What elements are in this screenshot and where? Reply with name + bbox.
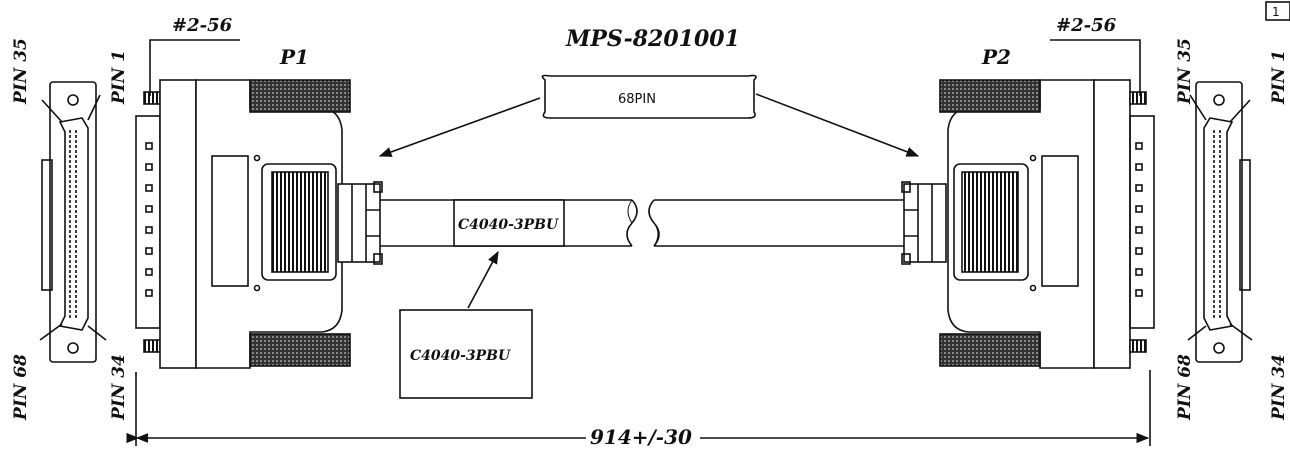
pin68-right-label: PIN 68 bbox=[1175, 354, 1195, 421]
pin35-right-label: PIN 35 bbox=[1175, 38, 1195, 105]
screw-right-label: #2-56 bbox=[1056, 15, 1117, 36]
pin1-right-label: PIN 1 bbox=[1269, 50, 1289, 105]
connector-pin-label: 68PIN bbox=[618, 92, 656, 107]
pin-slots bbox=[145, 142, 153, 297]
plug-p2-label: P2 bbox=[981, 45, 1011, 69]
pin34-left-label: PIN 34 bbox=[109, 354, 129, 421]
mount-hole-icon bbox=[1213, 94, 1225, 106]
left-end-view bbox=[39, 81, 107, 363]
screw-left-label: #2-56 bbox=[172, 15, 233, 36]
mount-hole-icon bbox=[67, 342, 79, 354]
right-end-view bbox=[1187, 81, 1253, 363]
mount-hole-icon bbox=[67, 94, 79, 106]
corner-mark-label: 1 bbox=[1272, 5, 1280, 19]
overall-length: 914+/-30 bbox=[590, 425, 692, 449]
mount-hole-icon bbox=[1213, 342, 1225, 354]
corner-mark-box bbox=[1265, 1, 1290, 21]
pin68-left-label: PIN 68 bbox=[11, 354, 31, 421]
screw-leader-left bbox=[149, 39, 240, 96]
pin34-right-label: PIN 34 bbox=[1269, 354, 1289, 421]
screw-leader-right bbox=[1050, 39, 1141, 96]
cable-type-label: C4040-3PBU bbox=[458, 217, 559, 233]
cable-left-section bbox=[380, 199, 638, 247]
plug-p1-label: P1 bbox=[279, 45, 309, 69]
68pin-callout-box bbox=[541, 74, 757, 119]
pin-slots bbox=[1135, 142, 1143, 297]
cable-callout-box bbox=[399, 309, 533, 399]
cable-right-section bbox=[648, 199, 904, 247]
cable-callout-label: C4040-3PBU bbox=[410, 348, 511, 364]
pin1-left-label: PIN 1 bbox=[109, 50, 129, 105]
connector-p1 bbox=[135, 79, 383, 369]
connector-p2 bbox=[901, 79, 1155, 369]
pin35-left-label: PIN 35 bbox=[11, 38, 31, 105]
part-number: MPS-8201001 bbox=[565, 26, 740, 52]
